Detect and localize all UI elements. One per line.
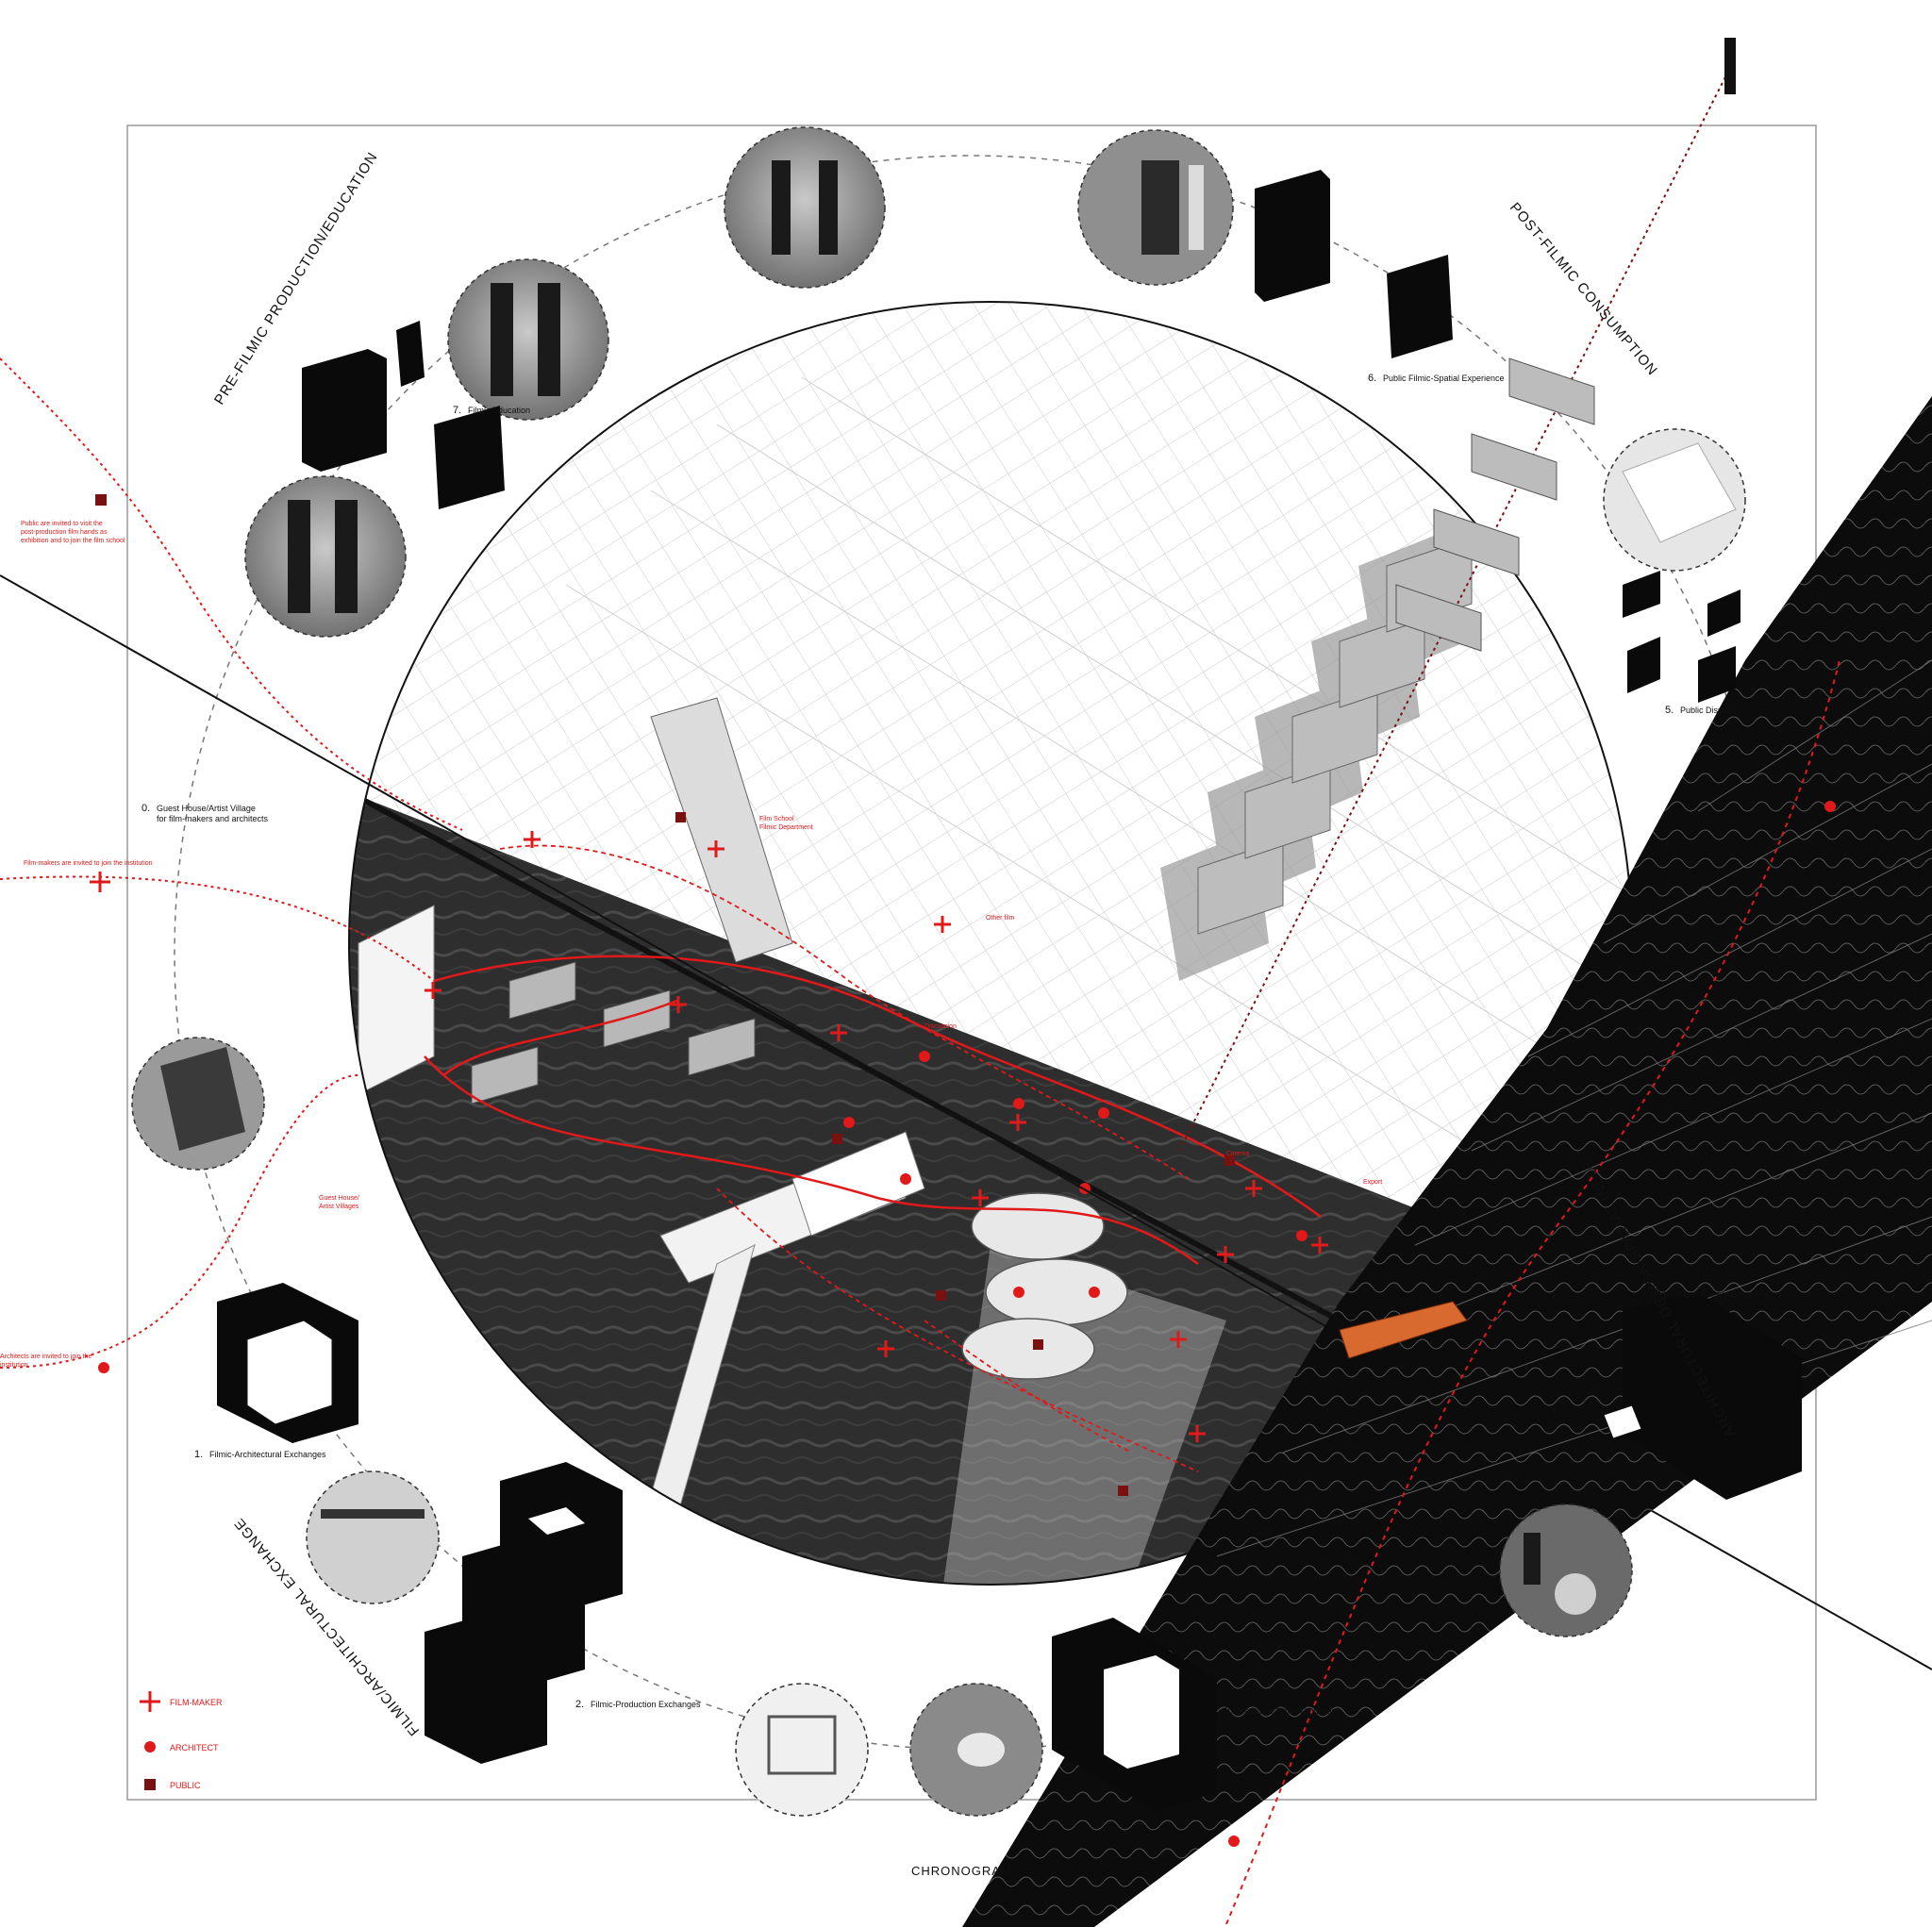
concrete-l-blocks: [1395, 357, 1595, 652]
block-stage-1: [217, 1283, 358, 1443]
note-architects: Architects are invited to join the insti…: [0, 1354, 92, 1369]
river: [962, 396, 1932, 1927]
svg-text:0.: 0.: [142, 803, 150, 814]
invitation-routes: [0, 357, 463, 1369]
svg-text:Guest House/Artist Village: Guest House/Artist Village: [157, 804, 256, 813]
note-film-school: Film School Filmic Department: [759, 816, 813, 831]
svg-text:ARCHITECT: ARCHITECT: [170, 1743, 219, 1753]
photo-circle-top: [724, 126, 886, 289]
photo-circle-lower-left: [306, 1470, 440, 1604]
stage-label-7: 7. Filmic Education: [453, 405, 530, 416]
svg-text:4.: 4.: [1660, 1288, 1669, 1300]
photo-circle-top-right: [1077, 129, 1234, 286]
river-architect-dot-2: [1228, 1836, 1240, 1847]
svg-text:post-production film hands as: post-production film hands as: [21, 529, 108, 536]
block-stage-3: [1052, 1618, 1217, 1811]
boat: [1339, 1301, 1468, 1359]
svg-text:3.: 3.: [1224, 1705, 1233, 1717]
architect-marker-left: [98, 1362, 109, 1373]
note-guest-house: Guest House/ Artist Villages: [319, 1195, 359, 1210]
note-cinema: Cinema: [1226, 1151, 1249, 1157]
photo-circle-right: [1603, 428, 1746, 572]
river-route: [1225, 659, 1840, 1925]
svg-text:2.: 2.: [575, 1699, 584, 1710]
photo-circle-bottom-1: [735, 1683, 869, 1817]
svg-text:PUBLIC: PUBLIC: [170, 1781, 201, 1790]
photo-circle-upper-left: [447, 258, 609, 421]
svg-text:Facilitate Filmic Production: Facilitate Filmic Production: [1240, 1706, 1341, 1716]
legend-architect: ARCHITECT: [144, 1741, 219, 1753]
note-filmmakers: Film-makers are invited to join the inst…: [24, 860, 153, 867]
river-architect-dot: [1824, 801, 1836, 812]
photo-circle-lower-right: [1499, 1503, 1633, 1637]
svg-text:Film School: Film School: [759, 816, 794, 822]
legend-public: PUBLIC: [144, 1779, 201, 1790]
svg-text:institution: institution: [0, 1362, 28, 1369]
svg-text:Urban Cutters Execution: Urban Cutters Execution: [1675, 1289, 1768, 1299]
svg-text:Guest House/: Guest House/: [319, 1195, 359, 1202]
svg-text:Public are invited to visit th: Public are invited to visit the: [21, 521, 103, 527]
legend-filmmaker: FILM-MAKER: [140, 1691, 223, 1712]
block-stage-4: [1603, 1292, 1802, 1500]
phase-title-top-right: POST-FILMIC CONSUMPTION: [1507, 200, 1660, 379]
svg-text:exhibition and to join the fil: exhibition and to join the film school: [21, 538, 125, 544]
svg-text:Public Filmic-Spatial Experien: Public Filmic-Spatial Experience: [1383, 374, 1505, 383]
svg-text:6.: 6.: [1368, 373, 1376, 384]
svg-text:Artist Villages: Artist Villages: [319, 1204, 359, 1210]
tower-icon: [1724, 38, 1736, 94]
svg-text:1.: 1.: [194, 1449, 203, 1460]
photo-circle-bottom-2: [909, 1683, 1043, 1817]
stage-label-0: 0. Guest House/Artist Village for film-m…: [142, 803, 269, 823]
photo-circle-mid-left: [131, 1037, 265, 1171]
svg-text:5.: 5.: [1665, 705, 1674, 716]
block-stage-2: [425, 1462, 623, 1764]
filmmaker-marker-left: [90, 872, 110, 892]
photo-circle-left: [244, 475, 407, 638]
note-public: Public are invited to visit the post-pro…: [21, 521, 125, 544]
diagram-title: CHRONOGRAM: [911, 1864, 1012, 1878]
stage-label-5: 5. Public Display: [1665, 705, 1734, 716]
block-stage-0: [1255, 170, 1453, 358]
svg-text:Filmic Education: Filmic Education: [468, 406, 530, 415]
svg-text:Filmic-Architectural Exchanges: Filmic-Architectural Exchanges: [209, 1450, 326, 1459]
stage-label-6: 6. Public Filmic-Spatial Experience: [1368, 373, 1505, 384]
photo-circles: [131, 126, 1746, 1817]
stage-label-1: 1. Filmic-Architectural Exchanges: [194, 1449, 326, 1460]
note-other-film: Other film: [986, 915, 1015, 922]
svg-text:Filmic Department: Filmic Department: [759, 824, 813, 831]
block-stage-5: [1623, 571, 1740, 703]
public-marker-left: [95, 494, 107, 506]
svg-text:7.: 7.: [453, 405, 461, 416]
svg-text:Public Display: Public Display: [1680, 706, 1734, 715]
iso-blocks: [217, 170, 1802, 1811]
stage-label-2: 2. Filmic-Production Exchanges: [575, 1699, 701, 1710]
svg-text:FILM-MAKER: FILM-MAKER: [170, 1698, 223, 1707]
note-discussion: Discussion: [924, 1023, 957, 1030]
stage-label-3: 3. Facilitate Filmic Production: [1224, 1705, 1341, 1717]
svg-text:Filmic-Production Exchanges: Filmic-Production Exchanges: [591, 1700, 701, 1709]
svg-text:for film-makers and architects: for film-makers and architects: [157, 814, 269, 823]
svg-text:Architects are invited to join: Architects are invited to join the: [0, 1354, 92, 1360]
stage-label-4: 4. Urban Cutters Execution: [1660, 1288, 1768, 1300]
legend: FILM-MAKER ARCHITECT PUBLIC: [140, 1691, 223, 1790]
note-export: Export: [1363, 1179, 1382, 1186]
river-contours: [1216, 659, 1932, 1557]
site-circle: [349, 302, 1632, 1585]
block-stage-7: [302, 321, 505, 509]
